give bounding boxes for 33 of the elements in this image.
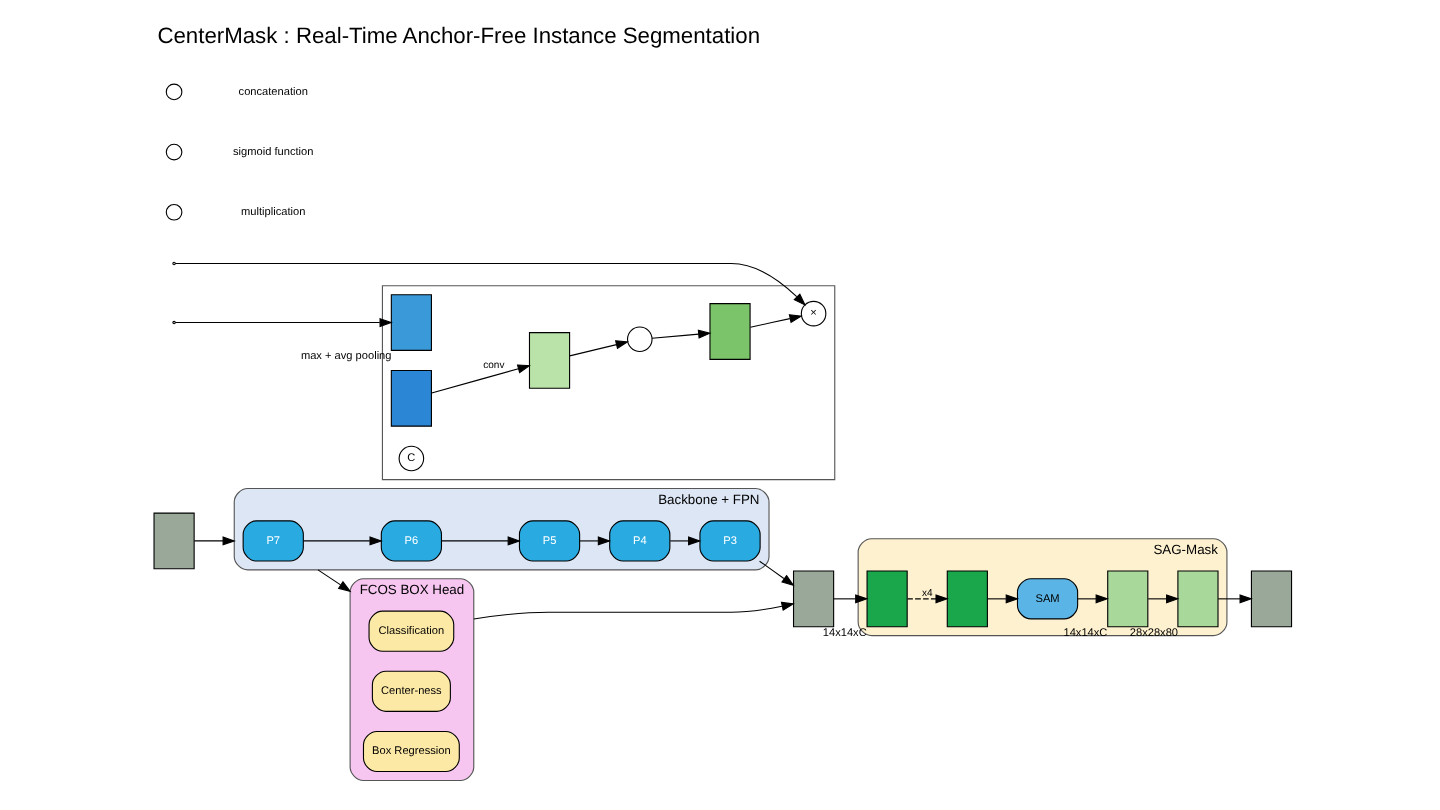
node-box xyxy=(1107,570,1149,628)
arrow xyxy=(317,569,352,593)
node-box xyxy=(390,294,432,351)
arrow xyxy=(174,262,807,307)
node-box xyxy=(390,369,432,427)
arrow xyxy=(473,601,795,620)
node-box xyxy=(709,303,751,360)
arrow xyxy=(302,536,383,546)
node-circle xyxy=(626,326,653,353)
node-box xyxy=(866,570,908,628)
node-box xyxy=(153,512,195,570)
arrow xyxy=(1147,594,1180,604)
arrow xyxy=(193,536,236,546)
arrow xyxy=(749,314,803,328)
arrow xyxy=(759,560,795,587)
node-box xyxy=(792,570,835,628)
node-box xyxy=(528,332,571,389)
arrow xyxy=(833,594,869,604)
arrow xyxy=(1077,594,1109,604)
arrow xyxy=(987,594,1020,604)
arrow xyxy=(441,536,521,546)
node-box xyxy=(1250,570,1293,628)
node-box xyxy=(946,570,988,628)
node-box xyxy=(1177,570,1219,628)
arrow xyxy=(569,340,630,357)
arrow xyxy=(651,329,712,339)
arrow xyxy=(579,536,612,546)
diagram-title: CenterMask : Real-Time Anchor-Free Instance Segmentation xyxy=(157,24,761,49)
arrow xyxy=(906,594,949,604)
arrow xyxy=(669,536,702,546)
arrow xyxy=(1217,594,1253,604)
arrow xyxy=(174,317,393,328)
arrow xyxy=(431,364,531,394)
